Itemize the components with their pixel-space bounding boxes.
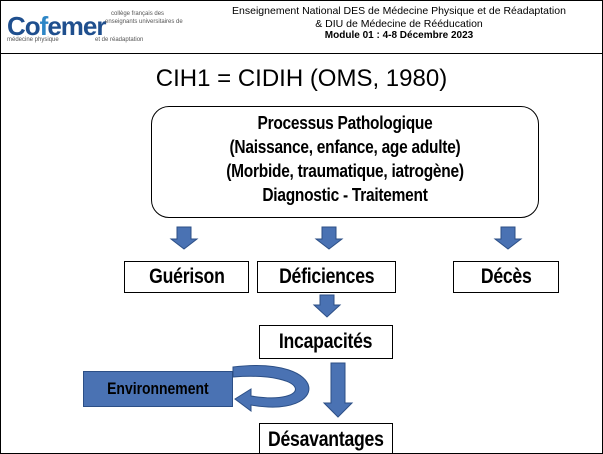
- arrow-down-deficiences: [314, 226, 344, 250]
- process-box: Processus Pathologique (Naissance, enfan…: [151, 106, 539, 218]
- slide-title: CIH1 = CIDIH (OMS, 1980): [155, 65, 448, 92]
- process-line-2: (Naissance, enfance, age adulte): [229, 137, 461, 157]
- logo-text-1: collège français des: [111, 11, 165, 17]
- process-line-4: Diagnostic - Traitement: [262, 185, 428, 205]
- label-incapacites: Incapacités: [279, 330, 373, 353]
- curved-arrow-environment: [232, 365, 310, 412]
- header-line-2: & DIU de Médecine de Rééducation: [315, 17, 483, 30]
- box-incapacites: Incapacités: [259, 325, 393, 359]
- box-desavantages: Désavantages: [259, 423, 393, 453]
- header-line-1: Enseignement National DES de Médecine Ph…: [232, 5, 566, 17]
- process-line-3: (Morbide, traumatique, iatrogène): [226, 161, 464, 181]
- box-deficiences: Déficiences: [257, 261, 396, 293]
- arrow-down-incapacites: [312, 294, 342, 318]
- label-environment: Environnement: [107, 379, 209, 398]
- arrow-down-desavantages: [322, 362, 354, 418]
- environment-box: Environnement: [83, 371, 233, 407]
- logo-wordmark: Cofemer: [7, 11, 106, 41]
- logo-text-4: et de réadaptation: [95, 37, 144, 43]
- label-desavantages: Désavantages: [268, 428, 384, 451]
- cofemer-logo: Cofemer collège français des enseignants…: [7, 9, 183, 43]
- label-deces: Décès: [480, 265, 532, 288]
- logo-text-3: médecine physique: [7, 37, 59, 43]
- header-divider: [1, 53, 602, 54]
- header: Cofemer collège français des enseignants…: [1, 1, 602, 49]
- header-line-3: Module 01 : 4-8 Décembre 2023: [324, 30, 474, 41]
- arrow-down-guerison: [169, 226, 199, 250]
- label-deficiences: Déficiences: [278, 265, 375, 288]
- arrow-down-deces: [493, 226, 523, 250]
- header-text: Enseignement National DES de Médecine Ph…: [201, 5, 597, 43]
- label-guerison: Guérison: [148, 265, 225, 288]
- box-deces: Décès: [453, 261, 559, 293]
- box-guerison: Guérison: [124, 261, 249, 293]
- process-line-1: Processus Pathologique: [257, 113, 433, 133]
- logo-text-2: enseignants universitaires de: [105, 19, 183, 25]
